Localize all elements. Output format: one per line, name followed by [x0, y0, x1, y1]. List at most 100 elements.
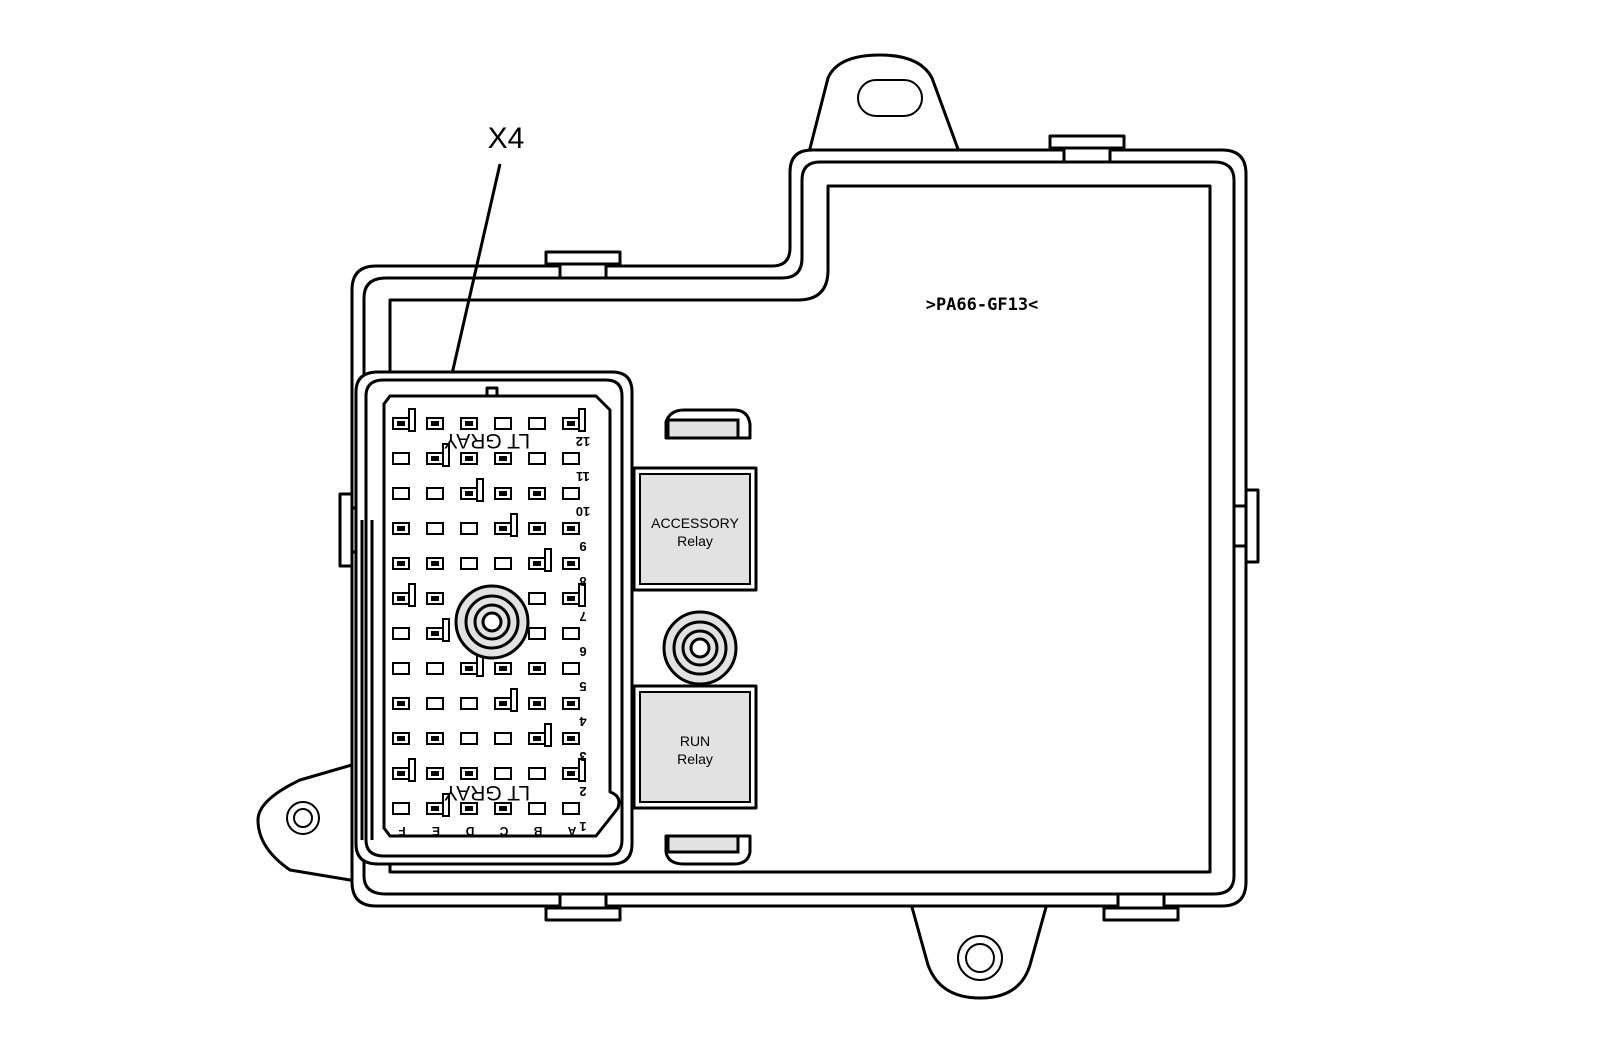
row-number-6: 6: [579, 644, 586, 659]
column-letter-c: C: [499, 824, 508, 838]
terminal-pin: [499, 666, 507, 671]
terminal-cavity: [494, 417, 512, 430]
terminal-cavity: [562, 662, 580, 675]
terminal-pin: [533, 526, 541, 531]
terminal-cavity: [392, 802, 410, 815]
terminal-cavity: [562, 627, 580, 640]
terminal-cavity: [562, 452, 580, 465]
row-number-11: 11: [576, 469, 590, 484]
terminal-pin: [499, 456, 507, 461]
column-letter-a: A: [567, 824, 576, 838]
column-letter-d: D: [465, 824, 474, 838]
terminal-cavity: [528, 802, 546, 815]
terminal-pin: [431, 456, 439, 461]
terminal-pin: [465, 491, 473, 496]
terminal-cavity: [528, 627, 546, 640]
housing-inner: [388, 184, 1212, 874]
terminal-cavity: [562, 487, 580, 500]
terminal-pin: [499, 701, 507, 706]
left-mounting-hole: [286, 801, 320, 835]
row-number-8: 8: [579, 574, 586, 589]
terminal-cavity: [528, 417, 546, 430]
row-number-7: 7: [579, 609, 586, 624]
terminal-cavity: [494, 557, 512, 570]
terminal-pin: [533, 736, 541, 741]
terminal-cavity: [426, 522, 444, 535]
terminal-cavity: [528, 767, 546, 780]
terminal-cavity: [460, 522, 478, 535]
terminal-pin: [397, 421, 405, 426]
terminal-pin: [431, 806, 439, 811]
x4-connector: [354, 370, 634, 866]
terminal-cavity: [426, 487, 444, 500]
connector-row-numbers: 12 11 10 9 8 7 6 5 4 3 2 1: [576, 434, 590, 834]
terminal-pin: [567, 596, 575, 601]
material-marking: >PA66-GF13<: [926, 295, 1039, 315]
terminal-pin: [397, 596, 405, 601]
terminal-pin: [397, 736, 405, 741]
terminal-pin: [431, 421, 439, 426]
housing-rim: [362, 160, 1236, 896]
row-number-10: 10: [576, 504, 590, 519]
x4-leader-line: [450, 163, 502, 375]
accessory-relay-name: ACCESSORY: [651, 515, 739, 531]
run-relay: RUN Relay: [632, 684, 758, 810]
row-number-3: 3: [579, 749, 586, 764]
terminal-cavity: [392, 627, 410, 640]
terminal-pin: [431, 596, 439, 601]
terminal-pin: [567, 701, 575, 706]
row-number-2: 2: [579, 784, 586, 799]
terminal-cavity: [460, 557, 478, 570]
terminal-pin: [533, 561, 541, 566]
relay-center-boss: [662, 610, 738, 686]
terminal-cavity: [426, 697, 444, 710]
accessory-relay: ACCESSORY Relay: [632, 466, 758, 592]
accessory-relay-label: Relay: [677, 533, 713, 549]
terminal-cavity: [494, 732, 512, 745]
terminal-pin: [499, 806, 507, 811]
terminal-pin: [397, 701, 405, 706]
top-mounting-slot: [857, 79, 923, 117]
connector-cavity-grid: [392, 408, 586, 817]
terminal-pin: [431, 736, 439, 741]
terminal-cavity: [528, 452, 546, 465]
connector-color-marking-top: LT GRAY: [444, 429, 530, 452]
terminal-pin: [465, 421, 473, 426]
terminal-cavity: [426, 662, 444, 675]
terminal-pin: [567, 561, 575, 566]
row-number-12: 12: [576, 434, 590, 449]
x4-callout-label: X4: [488, 122, 525, 155]
terminal-pin: [567, 421, 575, 426]
terminal-pin: [431, 631, 439, 636]
column-letter-b: B: [533, 824, 542, 838]
terminal-cavity: [460, 697, 478, 710]
terminal-cavity: [392, 662, 410, 675]
terminal-pin: [499, 526, 507, 531]
terminal-pin: [465, 456, 473, 461]
terminal-pin: [431, 771, 439, 776]
terminal-cavity: [392, 452, 410, 465]
terminal-pin: [465, 771, 473, 776]
connector-column-letters: F E D C B A: [398, 824, 576, 838]
row-number-4: 4: [579, 714, 587, 729]
terminal-pin: [499, 491, 507, 496]
run-relay-name: RUN: [680, 733, 710, 749]
column-letter-f: F: [398, 824, 405, 838]
terminal-pin: [533, 701, 541, 706]
column-letter-e: E: [432, 824, 440, 838]
terminal-pin: [431, 561, 439, 566]
terminal-cavity: [392, 487, 410, 500]
terminal-cavity: [494, 767, 512, 780]
run-relay-label: Relay: [677, 751, 713, 767]
terminal-pin: [465, 666, 473, 671]
terminal-pin: [567, 771, 575, 776]
terminal-pin: [397, 561, 405, 566]
top-mounting-ear: [803, 53, 964, 170]
bottom-mounting-ear: [908, 898, 1050, 1000]
terminal-pin: [465, 806, 473, 811]
terminal-cavity: [460, 732, 478, 745]
terminal-cavity: [528, 592, 546, 605]
terminal-pin: [397, 771, 405, 776]
row-number-5: 5: [579, 679, 586, 694]
